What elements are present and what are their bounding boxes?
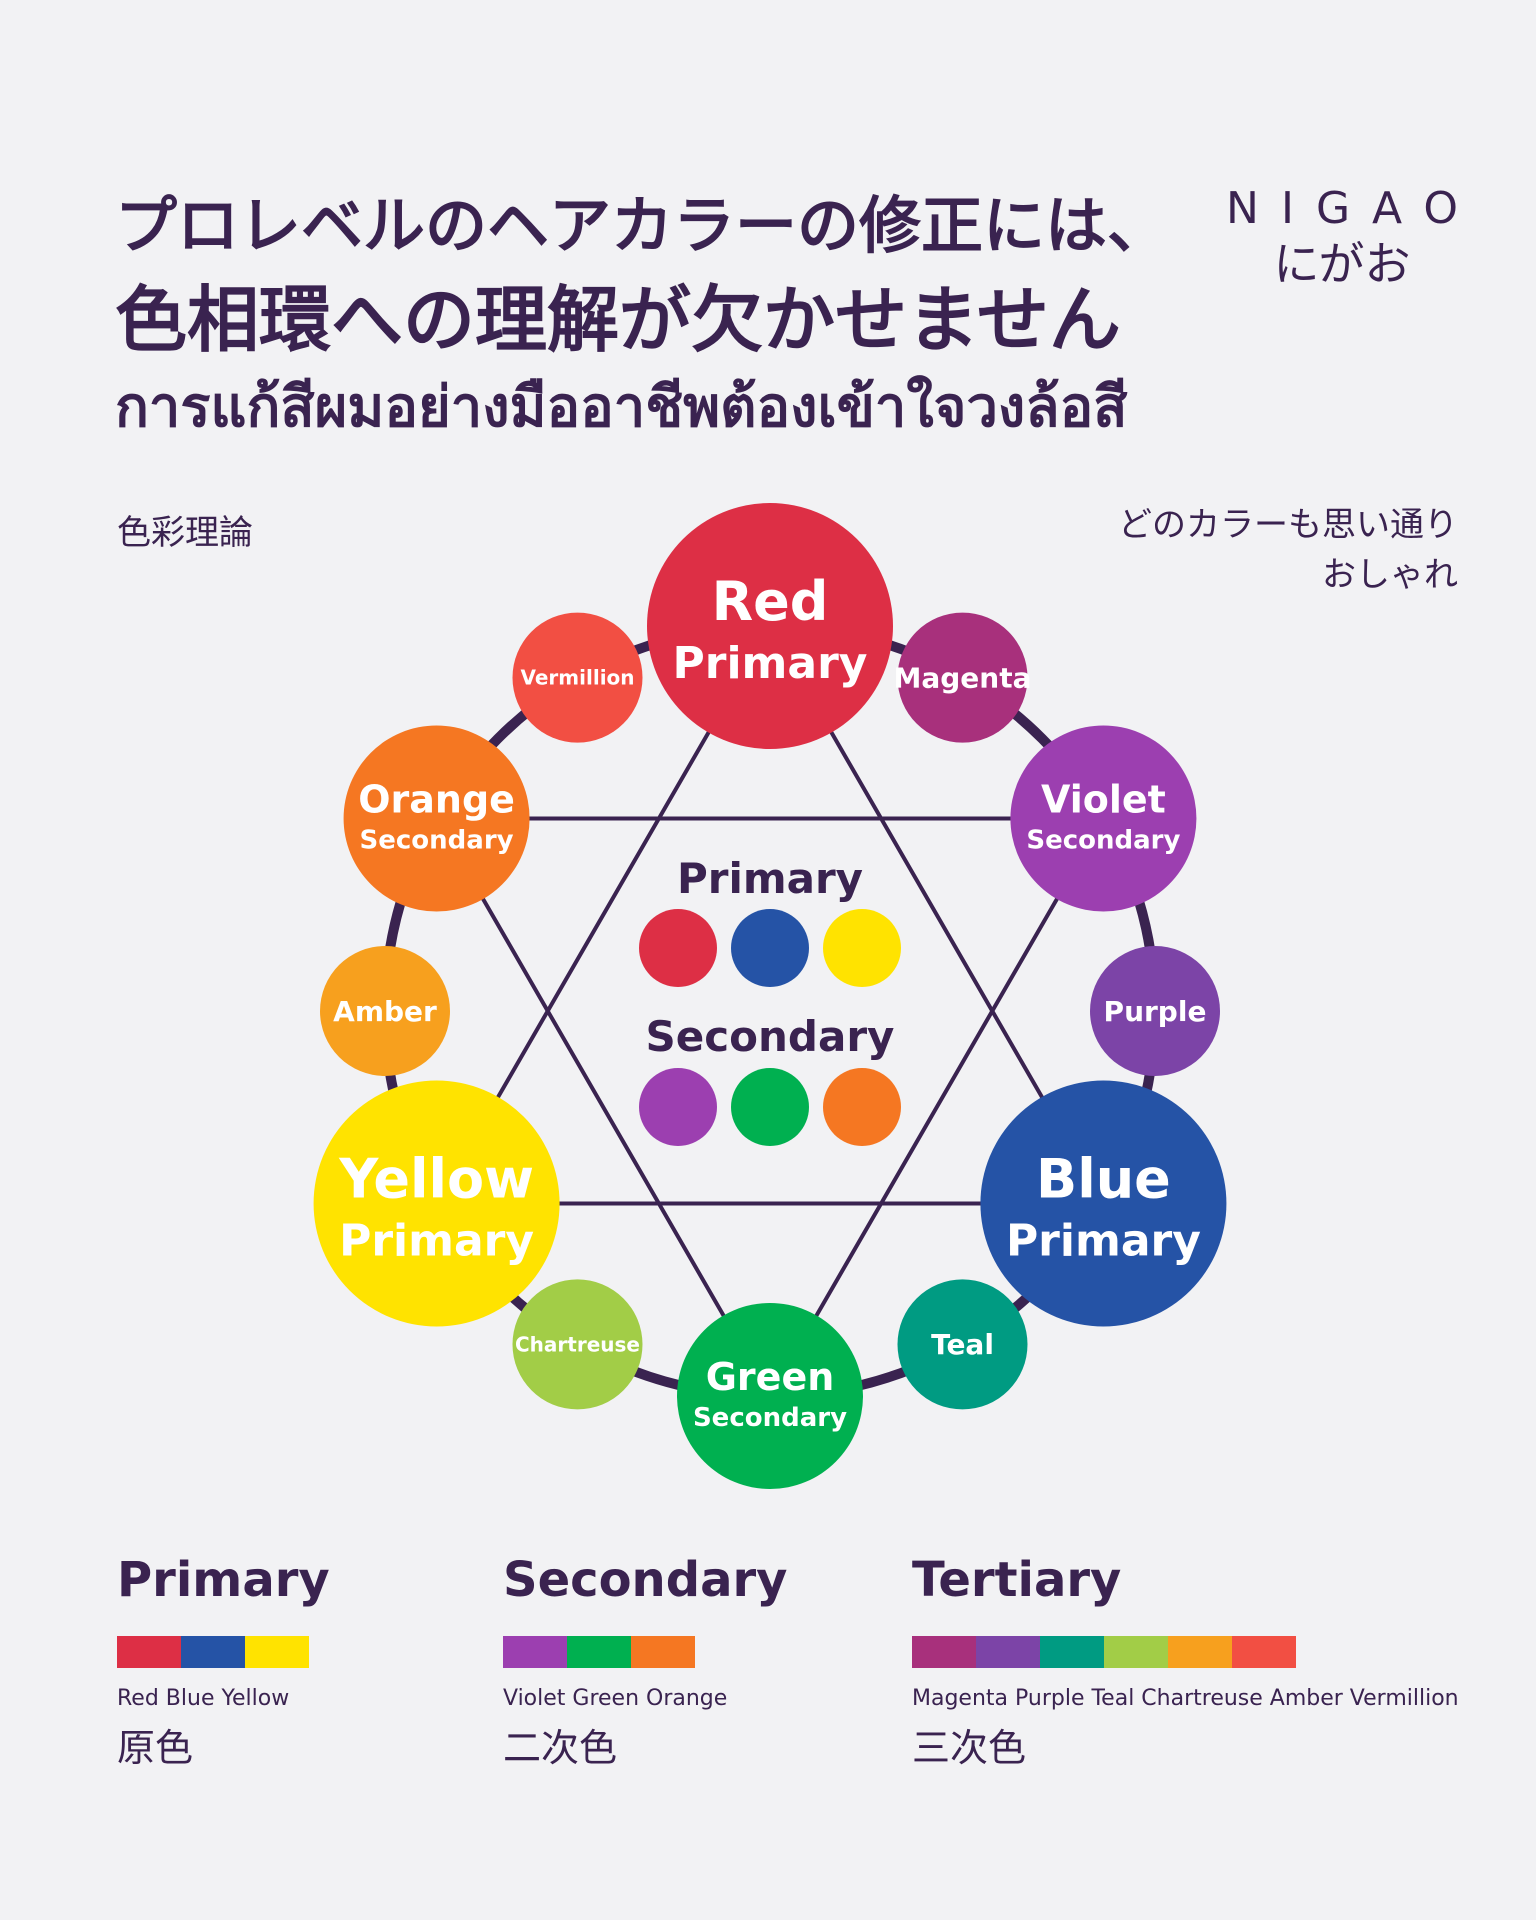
vermillion-label: Vermillion [520, 666, 634, 690]
red-circle [647, 503, 893, 749]
legend-swatch-0 [117, 1636, 181, 1668]
amber-circle [320, 946, 450, 1076]
violet-label: Violet [1041, 778, 1166, 822]
legend-swatch-2 [245, 1636, 309, 1668]
legend-tertiary-title: Tertiary [912, 1552, 1122, 1608]
tagline: どのカラーも思い通り おしゃれ [1118, 500, 1458, 600]
legend-secondary-swatches [503, 1636, 787, 1668]
red-sublabel: Primary [673, 638, 868, 689]
legend-primary-japanese: 原色 [117, 1726, 194, 1770]
green-sublabel: Secondary [693, 1403, 847, 1433]
orange-sublabel: Secondary [360, 826, 514, 856]
legend-secondary-title: Secondary [503, 1552, 788, 1608]
center-primary-swatch-1 [731, 909, 809, 987]
amber-label: Amber [333, 995, 437, 1028]
green-label: Green [706, 1355, 835, 1399]
center-primary-label: Primary [677, 854, 863, 903]
legend-primary: Primary Red Blue Yellow 原色 [117, 1548, 330, 1772]
orange-label: Orange [358, 778, 515, 822]
teal-label: Teal [931, 1328, 994, 1361]
purple-label: Purple [1104, 995, 1207, 1028]
legend-swatch-3 [1104, 1636, 1168, 1668]
legend-swatch-2 [1040, 1636, 1104, 1668]
violet-sublabel: Secondary [1026, 826, 1180, 856]
magenta-circle [897, 612, 1028, 743]
legend-secondary-names: Violet Green Orange [503, 1686, 728, 1711]
primary-triangle [434, 624, 1106, 1206]
legend-secondary-japanese: 二次色 [503, 1726, 618, 1770]
blue-label: Blue [1036, 1148, 1171, 1211]
headline-line-1: プロレベルのヘアカラーの修正には、 [115, 189, 1170, 262]
legend-tertiary-japanese: 三次色 [912, 1726, 1027, 1770]
chartreuse-circle [512, 1279, 643, 1410]
blue-circle [980, 1080, 1227, 1327]
legend-swatch-1 [181, 1636, 245, 1668]
legend-tertiary: Tertiary Magenta Purple Teal Chartreuse … [912, 1548, 1459, 1772]
center-secondary-swatch-1 [731, 1068, 809, 1146]
headline-line-2: 色相環への理解が欠かせません [115, 278, 1121, 362]
yellow-sublabel: Primary [339, 1216, 534, 1267]
legend-tertiary-swatches [912, 1636, 1459, 1668]
legend-tertiary-names: Magenta Purple Teal Chartreuse Amber Ver… [912, 1686, 1459, 1711]
legend-swatch-2 [631, 1636, 695, 1668]
yellow-circle [313, 1080, 560, 1327]
magenta-label: Magenta [893, 661, 1031, 694]
orange-circle [343, 725, 530, 912]
legend-primary-swatches [117, 1636, 330, 1668]
blue-sublabel: Primary [1006, 1216, 1201, 1267]
headline-line-3: การแก้สีผมอย่างมืออาชีพต้องเข้าใจวงล้อสี [115, 375, 1128, 440]
legend-swatch-1 [976, 1636, 1040, 1668]
center-secondary-label: Secondary [646, 1012, 895, 1061]
vermillion-circle [512, 612, 643, 743]
legend-swatch-4 [1168, 1636, 1232, 1668]
teal-circle [897, 1279, 1028, 1410]
chartreuse-label: Chartreuse [515, 1332, 640, 1356]
brand-logo-latin: NIGAO [1226, 183, 1480, 234]
violet-circle [1010, 725, 1197, 912]
legend-primary-names: Red Blue Yellow [117, 1686, 290, 1711]
legend-swatch-5 [1232, 1636, 1296, 1668]
center-secondary-swatch-2 [823, 1068, 901, 1146]
green-circle [677, 1303, 863, 1489]
center-primary-swatch-2 [823, 909, 901, 987]
legend-swatch-0 [912, 1636, 976, 1668]
brand-logo-japanese: にがお [1273, 237, 1411, 291]
purple-circle [1090, 946, 1220, 1076]
secondary-triangle [434, 816, 1106, 1398]
legend-swatch-0 [503, 1636, 567, 1668]
brand-logo: NIGAO にがお [1226, 182, 1458, 292]
legend-secondary: Secondary Violet Green Orange 二次色 [503, 1548, 787, 1772]
tagline-line-1: どのカラーも思い通り [1118, 505, 1458, 545]
legend-swatch-1 [567, 1636, 631, 1668]
red-label: Red [712, 570, 829, 633]
section-label: 色彩理論 [117, 513, 253, 553]
headline: プロレベルのヘアカラーの修正には、 色相環への理解が欠かせません การแก้ส… [115, 180, 1169, 448]
center-primary-swatch-0 [639, 909, 717, 987]
center-secondary-swatch-0 [639, 1068, 717, 1146]
tagline-line-2: おしゃれ [1322, 555, 1458, 595]
legend-primary-title: Primary [117, 1552, 330, 1608]
yellow-label: Yellow [338, 1148, 534, 1211]
